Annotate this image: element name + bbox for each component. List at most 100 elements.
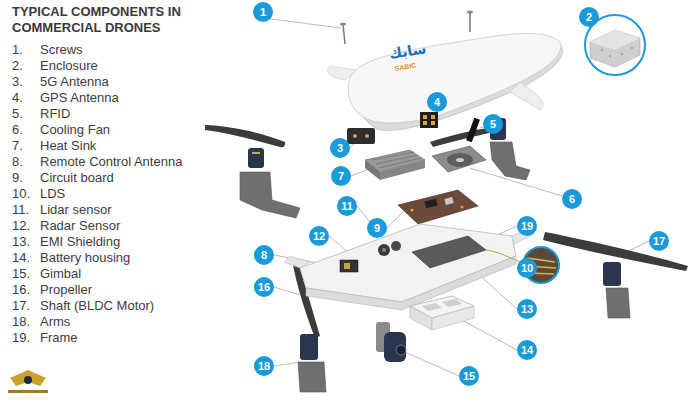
leader-line (387, 210, 405, 228)
frame (300, 224, 516, 302)
callout-number: 13 (517, 299, 537, 319)
heat-sink (365, 160, 380, 180)
arm (606, 288, 630, 318)
logo-text: SABIC (394, 61, 417, 74)
heat-sink (365, 150, 425, 180)
cooling-fan (432, 146, 486, 172)
5g-antenna (353, 134, 357, 138)
wiring (486, 250, 520, 262)
callout-circle (562, 189, 582, 209)
callout-text: 18 (258, 360, 270, 372)
screw (469, 12, 471, 32)
list-number: 8. (12, 154, 23, 170)
circuit-board (461, 206, 464, 209)
callout-circle (331, 166, 351, 186)
callout-text: 13 (521, 303, 533, 315)
screw (340, 23, 346, 26)
arm (490, 142, 530, 180)
part-name: RFID (40, 106, 70, 122)
enclosure-shell (348, 33, 561, 123)
part-name: Shaft (BLDC Motor) (40, 298, 154, 314)
callout-text: 5 (490, 118, 496, 130)
heat-sink (379, 158, 421, 168)
list-number: 1. (12, 42, 23, 58)
part-name: Remote Control Antenna (40, 154, 182, 170)
callout-text: 9 (374, 222, 380, 234)
motor (603, 262, 621, 286)
part-name: Arms (40, 314, 70, 330)
callout-text: 2 (586, 11, 592, 23)
list-number: 6. (12, 122, 23, 138)
motor (252, 152, 260, 154)
lidar-sensor (378, 241, 401, 256)
callout-number: 14 (517, 340, 537, 360)
gps-antenna (431, 121, 435, 125)
callout-circle (483, 114, 503, 134)
callout-number: 11 (337, 196, 357, 216)
list-number: 5. (12, 106, 23, 122)
list-number: 2. (12, 58, 23, 74)
callout-number: 10 (517, 258, 537, 278)
enclosure-material-inset (590, 30, 640, 50)
leader-line (263, 18, 341, 28)
watermark-logo (8, 390, 48, 393)
part-name: Screws (40, 42, 83, 58)
callout-circle (309, 226, 329, 246)
radar-sensor (344, 263, 350, 269)
list-number: 17. (12, 298, 30, 314)
lidar-sensor (391, 241, 401, 251)
part-name: Frame (40, 330, 78, 346)
gps-antenna (431, 115, 435, 119)
part-name: LDS (40, 186, 65, 202)
list-number: 9. (12, 170, 23, 186)
leader-line (274, 287, 300, 295)
radar-sensor (340, 260, 358, 272)
callout-circle (254, 356, 274, 376)
part-name: Heat Sink (40, 138, 96, 154)
circuit-board (444, 197, 453, 205)
5g-antenna (365, 134, 369, 138)
gps-antenna (420, 112, 438, 128)
leader-line (405, 352, 459, 376)
gimbal (384, 332, 406, 362)
emi-shielding (412, 236, 486, 268)
arm (298, 362, 326, 392)
enclosure-material-inset (609, 55, 611, 57)
watermark-logo (10, 370, 46, 386)
callout-circle (459, 366, 479, 386)
gimbal (376, 322, 406, 362)
callout-text: 16 (258, 281, 270, 293)
list-number: 16. (12, 282, 30, 298)
enclosure-shell (328, 66, 356, 80)
list-number: 10. (12, 186, 30, 202)
watermark-logo (24, 376, 32, 384)
enclosure-material-inset (590, 30, 640, 67)
part-name: Lidar sensor (40, 202, 112, 218)
callout-circle (517, 216, 537, 236)
part-name: Cooling Fan (40, 122, 110, 138)
callout-circle (649, 231, 669, 251)
leader-line (462, 320, 517, 350)
battery-housing (422, 303, 442, 311)
motor (248, 148, 264, 168)
list-number: 12. (12, 218, 30, 234)
5g-antenna (347, 128, 375, 144)
callout-circle (367, 218, 387, 238)
battery-housing (410, 296, 474, 330)
rfid-tag (466, 118, 480, 143)
leader-line (274, 362, 300, 366)
callout-number: 16 (254, 277, 274, 297)
callout-number: 8 (254, 245, 274, 265)
callout-number: 7 (331, 166, 351, 186)
watermark-logo (8, 370, 48, 393)
emi-shielding (412, 236, 486, 268)
circuit-board (411, 209, 414, 212)
callout-number: 19 (517, 216, 537, 236)
part-name: Gimbal (40, 266, 81, 282)
callout-circle (330, 138, 350, 158)
cooling-fan (456, 158, 464, 162)
enclosure-shell (510, 82, 543, 110)
callout-circle (254, 277, 274, 297)
callout-circle (517, 299, 537, 319)
callout-text: 14 (521, 344, 533, 356)
